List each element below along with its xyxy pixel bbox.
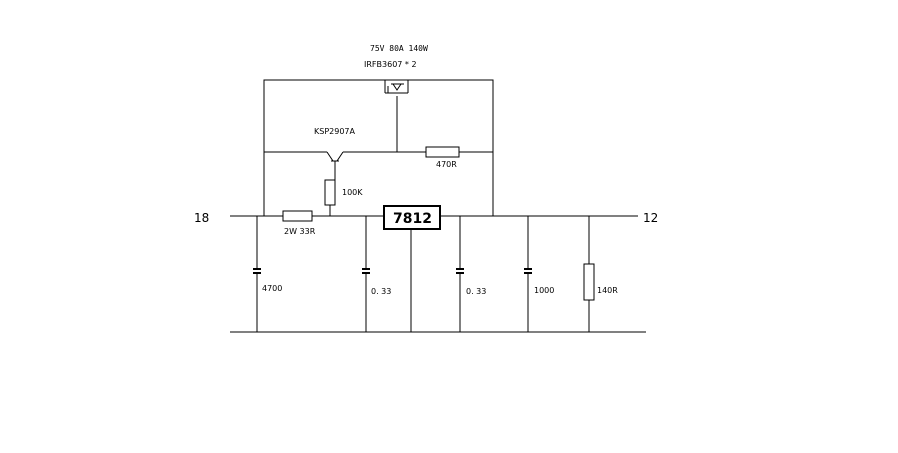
resistor-100k (324, 179, 336, 206)
input-voltage-label: 18 (194, 211, 209, 225)
resistor-470r (425, 146, 460, 158)
capacitor-output-033 (456, 216, 464, 332)
capacitor-4700-label: 4700 (262, 284, 282, 293)
transistor-part-label: KSP2907A (314, 127, 356, 136)
mosfet-part-label: IRFB3607 * 2 (364, 60, 417, 69)
capacitor-1000-label: 1000 (534, 286, 554, 295)
resistor-33r-label: 2W 33R (284, 227, 316, 236)
output-voltage-label: 12 (643, 211, 658, 225)
regulator-7812 (383, 205, 441, 230)
regulator-7812-label: 7812 (393, 211, 432, 227)
capacitor-input-033 (362, 216, 370, 332)
resistor-100k-label: 100K (342, 188, 363, 197)
capacitor-4700 (253, 216, 261, 332)
resistor-140r-label: 140R (597, 286, 618, 295)
bypass-loop-wire (263, 79, 494, 216)
resistor-33r (282, 210, 313, 222)
mosfet-spec-label: 75V 80A 140W (370, 44, 428, 53)
capacitor-output-033-label: 0. 33 (466, 287, 486, 296)
mosfet-symbol (384, 80, 409, 94)
capacitor-1000 (524, 216, 532, 332)
resistor-140r (583, 263, 595, 301)
resistor-470r-label: 470R (436, 160, 457, 169)
capacitor-input-033-label: 0. 33 (371, 287, 391, 296)
pnp-transistor-symbol (326, 151, 344, 163)
